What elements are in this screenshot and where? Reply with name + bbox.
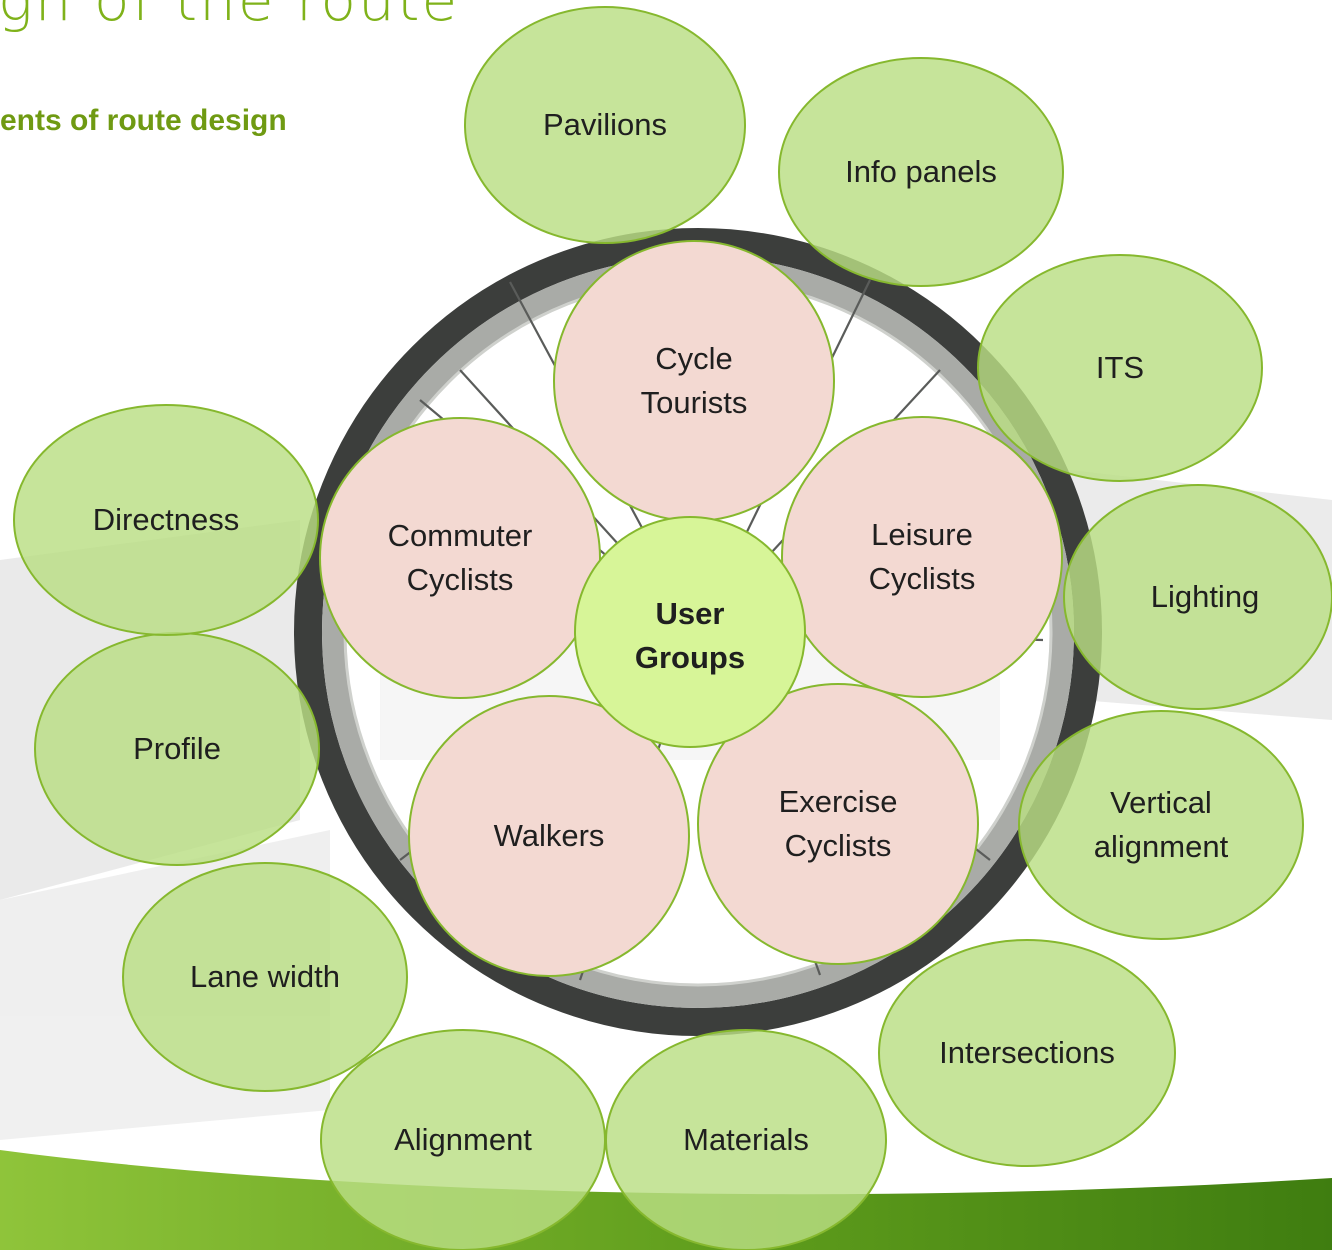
element-label-directness: Directness xyxy=(92,502,240,537)
group-label-walkers: Walkers xyxy=(493,818,605,853)
group-circle-commuter-cyclists xyxy=(319,417,601,699)
page-subtitle: ents of route design xyxy=(0,104,287,137)
group-circle-walkers xyxy=(408,695,690,977)
element-label-profile: Profile xyxy=(133,731,221,766)
page-title: gn of the route xyxy=(0,0,460,34)
element-label-info-panels: Info panels xyxy=(845,154,997,189)
element-label-alignment: Alignment xyxy=(394,1122,532,1157)
center-circle xyxy=(574,516,806,748)
element-label-its: ITS xyxy=(1095,350,1145,385)
element-circle-its xyxy=(977,254,1263,482)
element-label-lighting: Lighting xyxy=(1150,579,1260,614)
group-circle-exercise-cyclists xyxy=(697,683,979,965)
element-label-pavilions: Pavilions xyxy=(542,107,668,142)
group-circle-leisure-cyclists xyxy=(781,416,1063,698)
element-circle-pavilions xyxy=(464,6,746,244)
element-circle-alignment xyxy=(320,1029,606,1250)
element-label-intersections: Intersections xyxy=(939,1035,1115,1070)
element-circle-intersections xyxy=(878,939,1176,1167)
element-label-lane-width: Lane width xyxy=(190,959,340,994)
element-circle-lighting xyxy=(1063,484,1332,710)
element-circle-vertical-alignment xyxy=(1018,710,1304,940)
element-circle-info-panels xyxy=(778,57,1064,287)
element-circle-directness xyxy=(13,404,319,636)
element-circle-lane-width xyxy=(122,862,408,1092)
element-label-materials: Materials xyxy=(683,1122,809,1157)
